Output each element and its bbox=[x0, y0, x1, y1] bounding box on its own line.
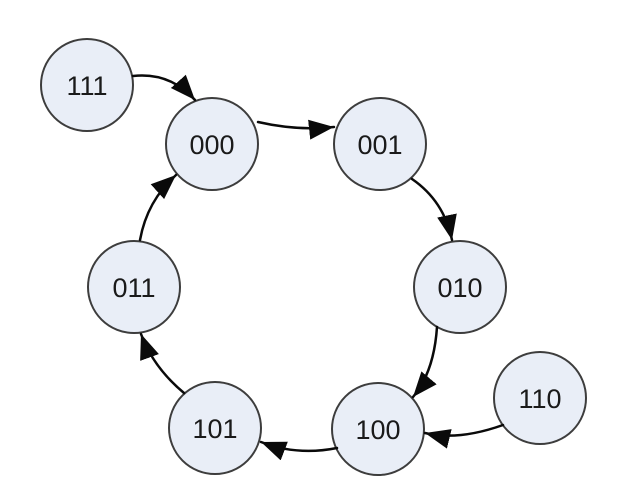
state-circle-010 bbox=[413, 240, 507, 334]
state-node-111: 111 bbox=[40, 38, 134, 132]
transition-arrow-111-to-000 bbox=[131, 74, 197, 102]
state-circle-110 bbox=[493, 351, 587, 445]
state-circle-001 bbox=[333, 97, 427, 191]
state-label-011: 011 bbox=[112, 273, 155, 303]
state-label-001: 001 bbox=[357, 130, 402, 160]
state-label-010: 010 bbox=[437, 273, 482, 303]
transition-arrow-110-to-100 bbox=[423, 423, 505, 449]
transition-arrow-101-to-011 bbox=[139, 332, 186, 395]
state-circle-100 bbox=[331, 382, 425, 476]
state-circle-011 bbox=[87, 240, 181, 334]
state-label-111: 111 bbox=[66, 71, 107, 101]
state-nodes-layer: 111 000 001 010 110 100 101 011 bbox=[40, 38, 587, 476]
state-node-001: 001 bbox=[333, 97, 427, 191]
transition-arrow-011-to-000 bbox=[138, 173, 178, 242]
state-node-010: 010 bbox=[413, 240, 507, 334]
transition-arrow-000-to-001 bbox=[256, 119, 336, 140]
state-label-000: 000 bbox=[189, 130, 234, 160]
state-node-011: 011 bbox=[87, 240, 181, 334]
transition-arrow-001-to-010 bbox=[410, 177, 457, 242]
state-circle-000 bbox=[165, 97, 259, 191]
state-node-000: 000 bbox=[165, 97, 259, 191]
state-label-100: 100 bbox=[355, 415, 400, 445]
state-label-101: 101 bbox=[192, 414, 237, 444]
state-node-110: 110 bbox=[493, 351, 587, 445]
state-label-110: 110 bbox=[518, 384, 561, 414]
transition-arrows-layer bbox=[131, 74, 505, 461]
state-node-100: 100 bbox=[331, 382, 425, 476]
state-circle-111 bbox=[40, 38, 134, 132]
state-circle-101 bbox=[168, 381, 262, 475]
state-node-101: 101 bbox=[168, 381, 262, 475]
transition-arrow-100-to-101 bbox=[259, 440, 339, 461]
transition-arrow-010-to-100 bbox=[411, 325, 439, 399]
